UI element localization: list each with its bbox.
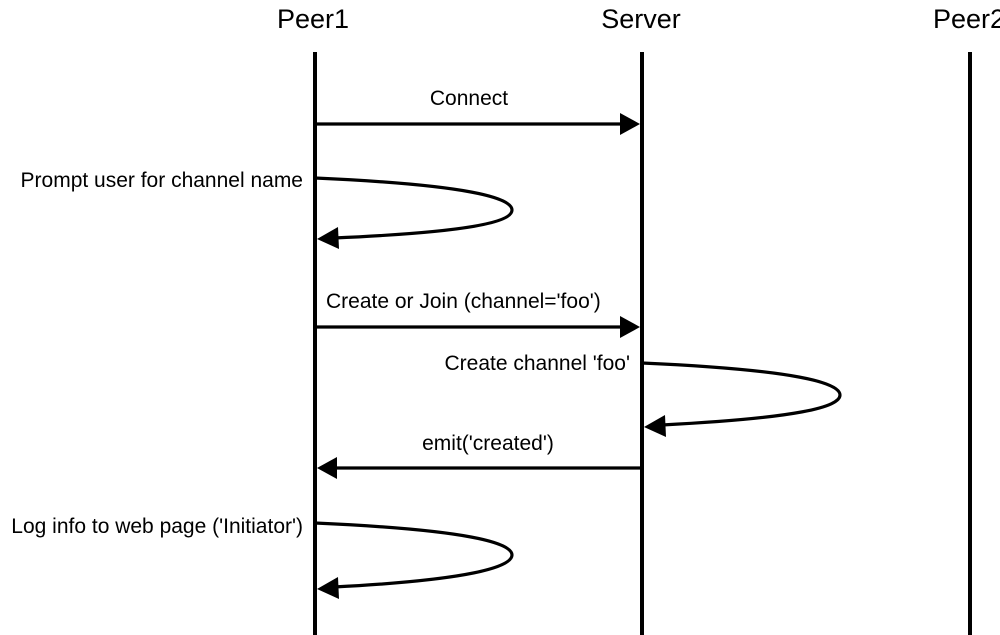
message-connect: Connect [315, 87, 640, 135]
message-create-channel-loop [641, 361, 842, 427]
message-create-channel-arrowhead [644, 415, 666, 437]
participant-server: Server [601, 4, 681, 34]
message-log-info-arrowhead [317, 577, 339, 599]
message-log-info: Log info to web page ('Initiator') [11, 515, 514, 599]
message-emit-created-arrowhead [317, 457, 337, 479]
message-prompt: Prompt user for channel name [21, 169, 514, 249]
message-create-channel: Create channel 'foo' [445, 352, 842, 437]
message-log-info-label: Log info to web page ('Initiator') [11, 515, 303, 538]
message-create-channel-label: Create channel 'foo' [445, 352, 630, 375]
message-create-or-join: Create or Join (channel='foo') [315, 290, 640, 338]
message-emit-created-label: emit('created') [422, 432, 554, 455]
participant-peer1: Peer1 [277, 4, 349, 34]
participant-peer2: Peer2 [933, 4, 1000, 34]
message-connect-label: Connect [430, 87, 508, 110]
message-prompt-loop [314, 176, 514, 240]
message-prompt-label: Prompt user for channel name [21, 169, 303, 192]
message-create-or-join-label: Create or Join (channel='foo') [326, 290, 601, 313]
message-log-info-loop [314, 521, 514, 589]
message-emit-created: emit('created') [317, 432, 642, 479]
message-create-or-join-arrowhead [620, 316, 640, 338]
message-connect-arrowhead [620, 113, 640, 135]
message-prompt-arrowhead [317, 227, 339, 249]
